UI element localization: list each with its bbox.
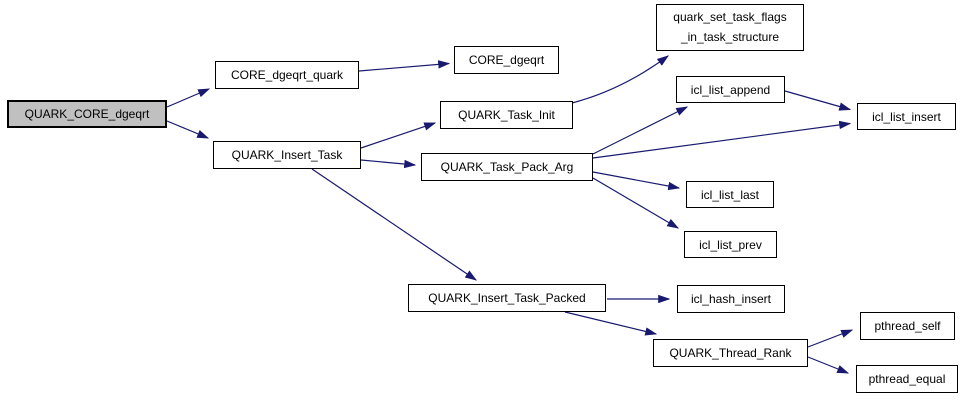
node-icl-list-last[interactable]: icl_list_last [686, 181, 774, 208]
edge-quark-thread-rank-to-pthread-self [807, 329, 854, 348]
node-icl-list-prev[interactable]: icl_list_prev [684, 231, 777, 258]
edge-quark-task-pack-arg-to-icl-list-last [592, 171, 681, 191]
node-pthread-equal[interactable]: pthread_equal [856, 365, 958, 393]
node-core-dgeqrt[interactable]: CORE_dgeqrt [454, 46, 559, 74]
edge-icl-list-append-to-icl-list-insert [784, 90, 852, 111]
node-pthread-self[interactable]: pthread_self [860, 312, 955, 340]
node-icl-list-insert[interactable]: icl_list_insert [857, 103, 956, 130]
edge-quark-insert-task-to-quark-task-init [360, 122, 437, 149]
edge-quark-thread-rank-to-pthread-equal [807, 356, 850, 374]
edge-core-dgeqrt-quark-to-core-dgeqrt [358, 60, 451, 72]
node-quark-set-task-flags-in-task-structure[interactable]: quark_set_task_flags _in_task_structure [656, 4, 804, 51]
node-quark-insert-task-packed[interactable]: QUARK_Insert_Task_Packed [408, 284, 606, 312]
edge-quark-core-dgeqrt-to-quark-insert-task [166, 120, 210, 139]
node-quark-thread-rank[interactable]: QUARK_Thread_Rank [653, 339, 808, 367]
node-icl-hash-insert[interactable]: icl_hash_insert [677, 285, 785, 313]
edge-quark-task-pack-arg-to-icl-list-prev [592, 177, 680, 229]
node-quark-core-dgeqrt: QUARK_CORE_dgeqrt [7, 100, 167, 128]
edge-quark-task-pack-arg-to-icl-list-append [592, 106, 689, 155]
node-icl-list-append[interactable]: icl_list_append [676, 76, 785, 103]
edge-quark-task-pack-arg-to-icl-list-insert [592, 120, 852, 159]
node-quark-task-init[interactable]: QUARK_Task_Init [440, 101, 573, 129]
edge-quark-insert-task-packed-to-quark-thread-rank [564, 311, 658, 336]
edge-quark-insert-task-to-quark-insert-task-packed [311, 168, 477, 281]
edge-quark-task-init-to-quark-set-task-flags [571, 55, 669, 104]
edge-quark-core-dgeqrt-to-core-dgeqrt-quark [166, 88, 211, 108]
node-quark-insert-task[interactable]: QUARK_Insert_Task [213, 141, 361, 169]
node-quark-task-pack-arg[interactable]: QUARK_Task_Pack_Arg [421, 153, 593, 181]
edge-quark-insert-task-to-quark-task-pack-arg [360, 159, 417, 169]
node-core-dgeqrt-quark[interactable]: CORE_dgeqrt_quark [215, 61, 359, 89]
